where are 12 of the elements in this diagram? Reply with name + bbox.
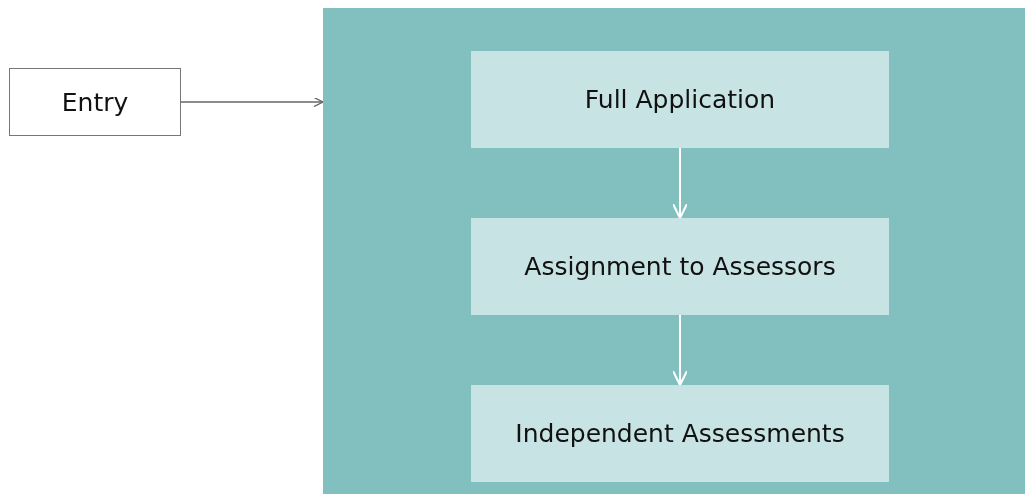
node-label: Assignment to Assessors <box>524 252 836 281</box>
process-box <box>471 51 889 148</box>
entry-box <box>9 68 181 136</box>
process-box <box>471 385 889 482</box>
arrow <box>671 147 689 220</box>
node-label: Full Application <box>584 85 776 114</box>
node-label: Independent Assessments <box>515 419 845 448</box>
process-box <box>471 218 889 315</box>
arrow <box>671 314 689 387</box>
node-label: Entry <box>61 87 129 117</box>
arrow <box>180 96 324 108</box>
panel <box>323 8 1025 494</box>
